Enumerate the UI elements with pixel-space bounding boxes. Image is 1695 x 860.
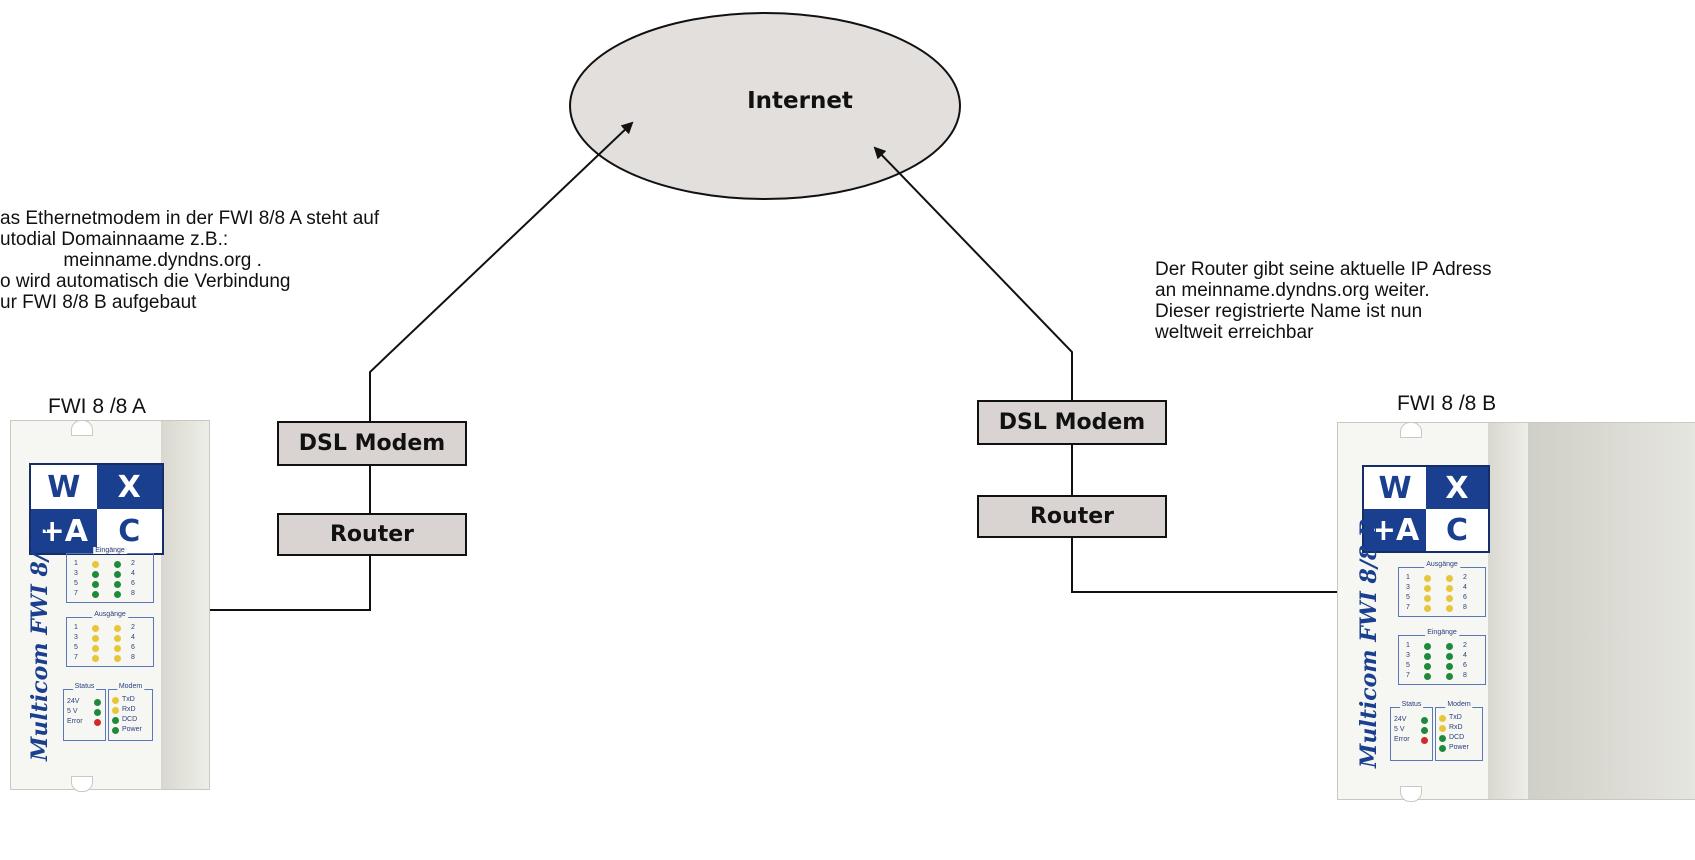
logo-a: +A <box>31 509 97 553</box>
led <box>1421 717 1428 724</box>
led <box>1421 737 1428 744</box>
right-panel-eingaenge: Eingänge 1 3 5 7 2 4 6 8 <box>1398 629 1486 685</box>
led <box>114 571 121 578</box>
led <box>114 645 121 652</box>
left-router-box: Router <box>277 513 467 556</box>
led <box>114 625 121 632</box>
left-panel2-title: Ausgänge <box>92 611 128 618</box>
led <box>1424 595 1431 602</box>
led <box>1446 605 1453 612</box>
right-router-device-line <box>1071 537 1337 593</box>
right-device-side-text: Multicom FWI 8/8 B <box>1356 518 1382 768</box>
right-device-bottom-notch <box>1400 786 1422 802</box>
led <box>92 655 99 662</box>
led <box>92 571 99 578</box>
internet-cloud <box>569 12 961 200</box>
led <box>1424 663 1431 670</box>
left-panel-ausgaenge: Ausgänge 1 3 5 7 2 4 6 8 <box>66 611 154 667</box>
led <box>92 625 99 632</box>
led <box>92 645 99 652</box>
led <box>1424 643 1431 650</box>
logo-w: W <box>31 465 97 509</box>
right-note: Der Router gibt seine aktuelle IP Adress… <box>1155 259 1492 343</box>
left-device-side-text: Multicom FWI 8/8 A <box>27 513 53 761</box>
led <box>114 561 121 568</box>
right-uplink-line <box>873 146 1073 402</box>
left-router-device-line <box>205 555 371 611</box>
led <box>112 697 119 704</box>
led <box>1424 673 1431 680</box>
right-device-rear <box>1528 423 1695 799</box>
left-device-side <box>161 421 209 789</box>
left-panel-eingaenge: Eingänge 1 3 5 7 2 4 6 8 <box>66 547 154 603</box>
left-note: as Ethernetmodem in der FWI 8/8 A steht … <box>0 208 380 313</box>
left-router-label: Router <box>329 522 414 547</box>
left-device-logo: W X +A C <box>29 463 164 555</box>
led <box>1446 653 1453 660</box>
led <box>112 727 119 734</box>
led <box>114 635 121 642</box>
left-device-bottom-notch <box>71 776 93 792</box>
left-dsl-modem-label: DSL Modem <box>298 431 446 456</box>
left-status-panel: Status 24V 5 V Error <box>63 683 106 741</box>
led <box>1424 605 1431 612</box>
led <box>94 719 101 726</box>
logo-x: X <box>96 465 162 509</box>
right-modem-panel: Modem TxD RxD DCD Power <box>1435 701 1483 761</box>
right-device-logo: W X +A C <box>1362 465 1490 553</box>
led <box>114 591 121 598</box>
led <box>1446 575 1453 582</box>
led <box>112 707 119 714</box>
led <box>114 581 121 588</box>
left-device-top-notch <box>71 420 93 436</box>
led <box>94 699 101 706</box>
led <box>1446 595 1453 602</box>
led <box>1424 585 1431 592</box>
led <box>92 581 99 588</box>
logo-a: +A <box>1364 509 1426 551</box>
right-device-side <box>1488 423 1528 799</box>
led <box>1446 663 1453 670</box>
right-device-top-notch <box>1400 422 1422 438</box>
led <box>114 655 121 662</box>
led <box>1446 643 1453 650</box>
right-status-panel: Status 24V 5 V Error <box>1390 701 1433 761</box>
right-panel-ausgaenge: Ausgänge 1 3 5 7 2 4 6 8 <box>1398 561 1486 617</box>
led <box>94 709 101 716</box>
left-panel1-title: Eingänge <box>93 547 127 554</box>
left-device-title: FWI 8 /8 A <box>48 395 147 418</box>
right-router-label: Router <box>1029 504 1114 529</box>
left-dsl-modem-box: DSL Modem <box>277 421 467 466</box>
led <box>1424 575 1431 582</box>
logo-c: C <box>96 509 162 553</box>
logo-x: X <box>1426 467 1488 509</box>
led <box>1439 735 1446 742</box>
right-device: W X +A C Multicom FWI 8/8 B Ausgänge 1 3… <box>1337 422 1695 802</box>
led <box>1446 585 1453 592</box>
led <box>1439 725 1446 732</box>
led <box>1439 715 1446 722</box>
logo-c: C <box>1426 509 1488 551</box>
led <box>1446 673 1453 680</box>
left-modem-panel: Modem TxD RxD DCD Power <box>108 683 153 741</box>
right-router-box: Router <box>977 495 1167 538</box>
led <box>1439 745 1446 752</box>
led <box>1424 653 1431 660</box>
led <box>92 561 99 568</box>
led <box>92 635 99 642</box>
led <box>112 717 119 724</box>
left-uplink-line <box>369 121 634 423</box>
right-dsl-modem-label: DSL Modem <box>998 410 1146 435</box>
led <box>92 591 99 598</box>
internet-label: Internet <box>747 88 853 114</box>
left-device: W X +A C Multicom FWI 8/8 A Eingänge 1 3… <box>10 420 210 792</box>
led <box>1421 727 1428 734</box>
logo-w: W <box>1364 467 1426 509</box>
right-device-title: FWI 8 /8 B <box>1397 392 1497 415</box>
right-dsl-modem-box: DSL Modem <box>977 400 1167 445</box>
